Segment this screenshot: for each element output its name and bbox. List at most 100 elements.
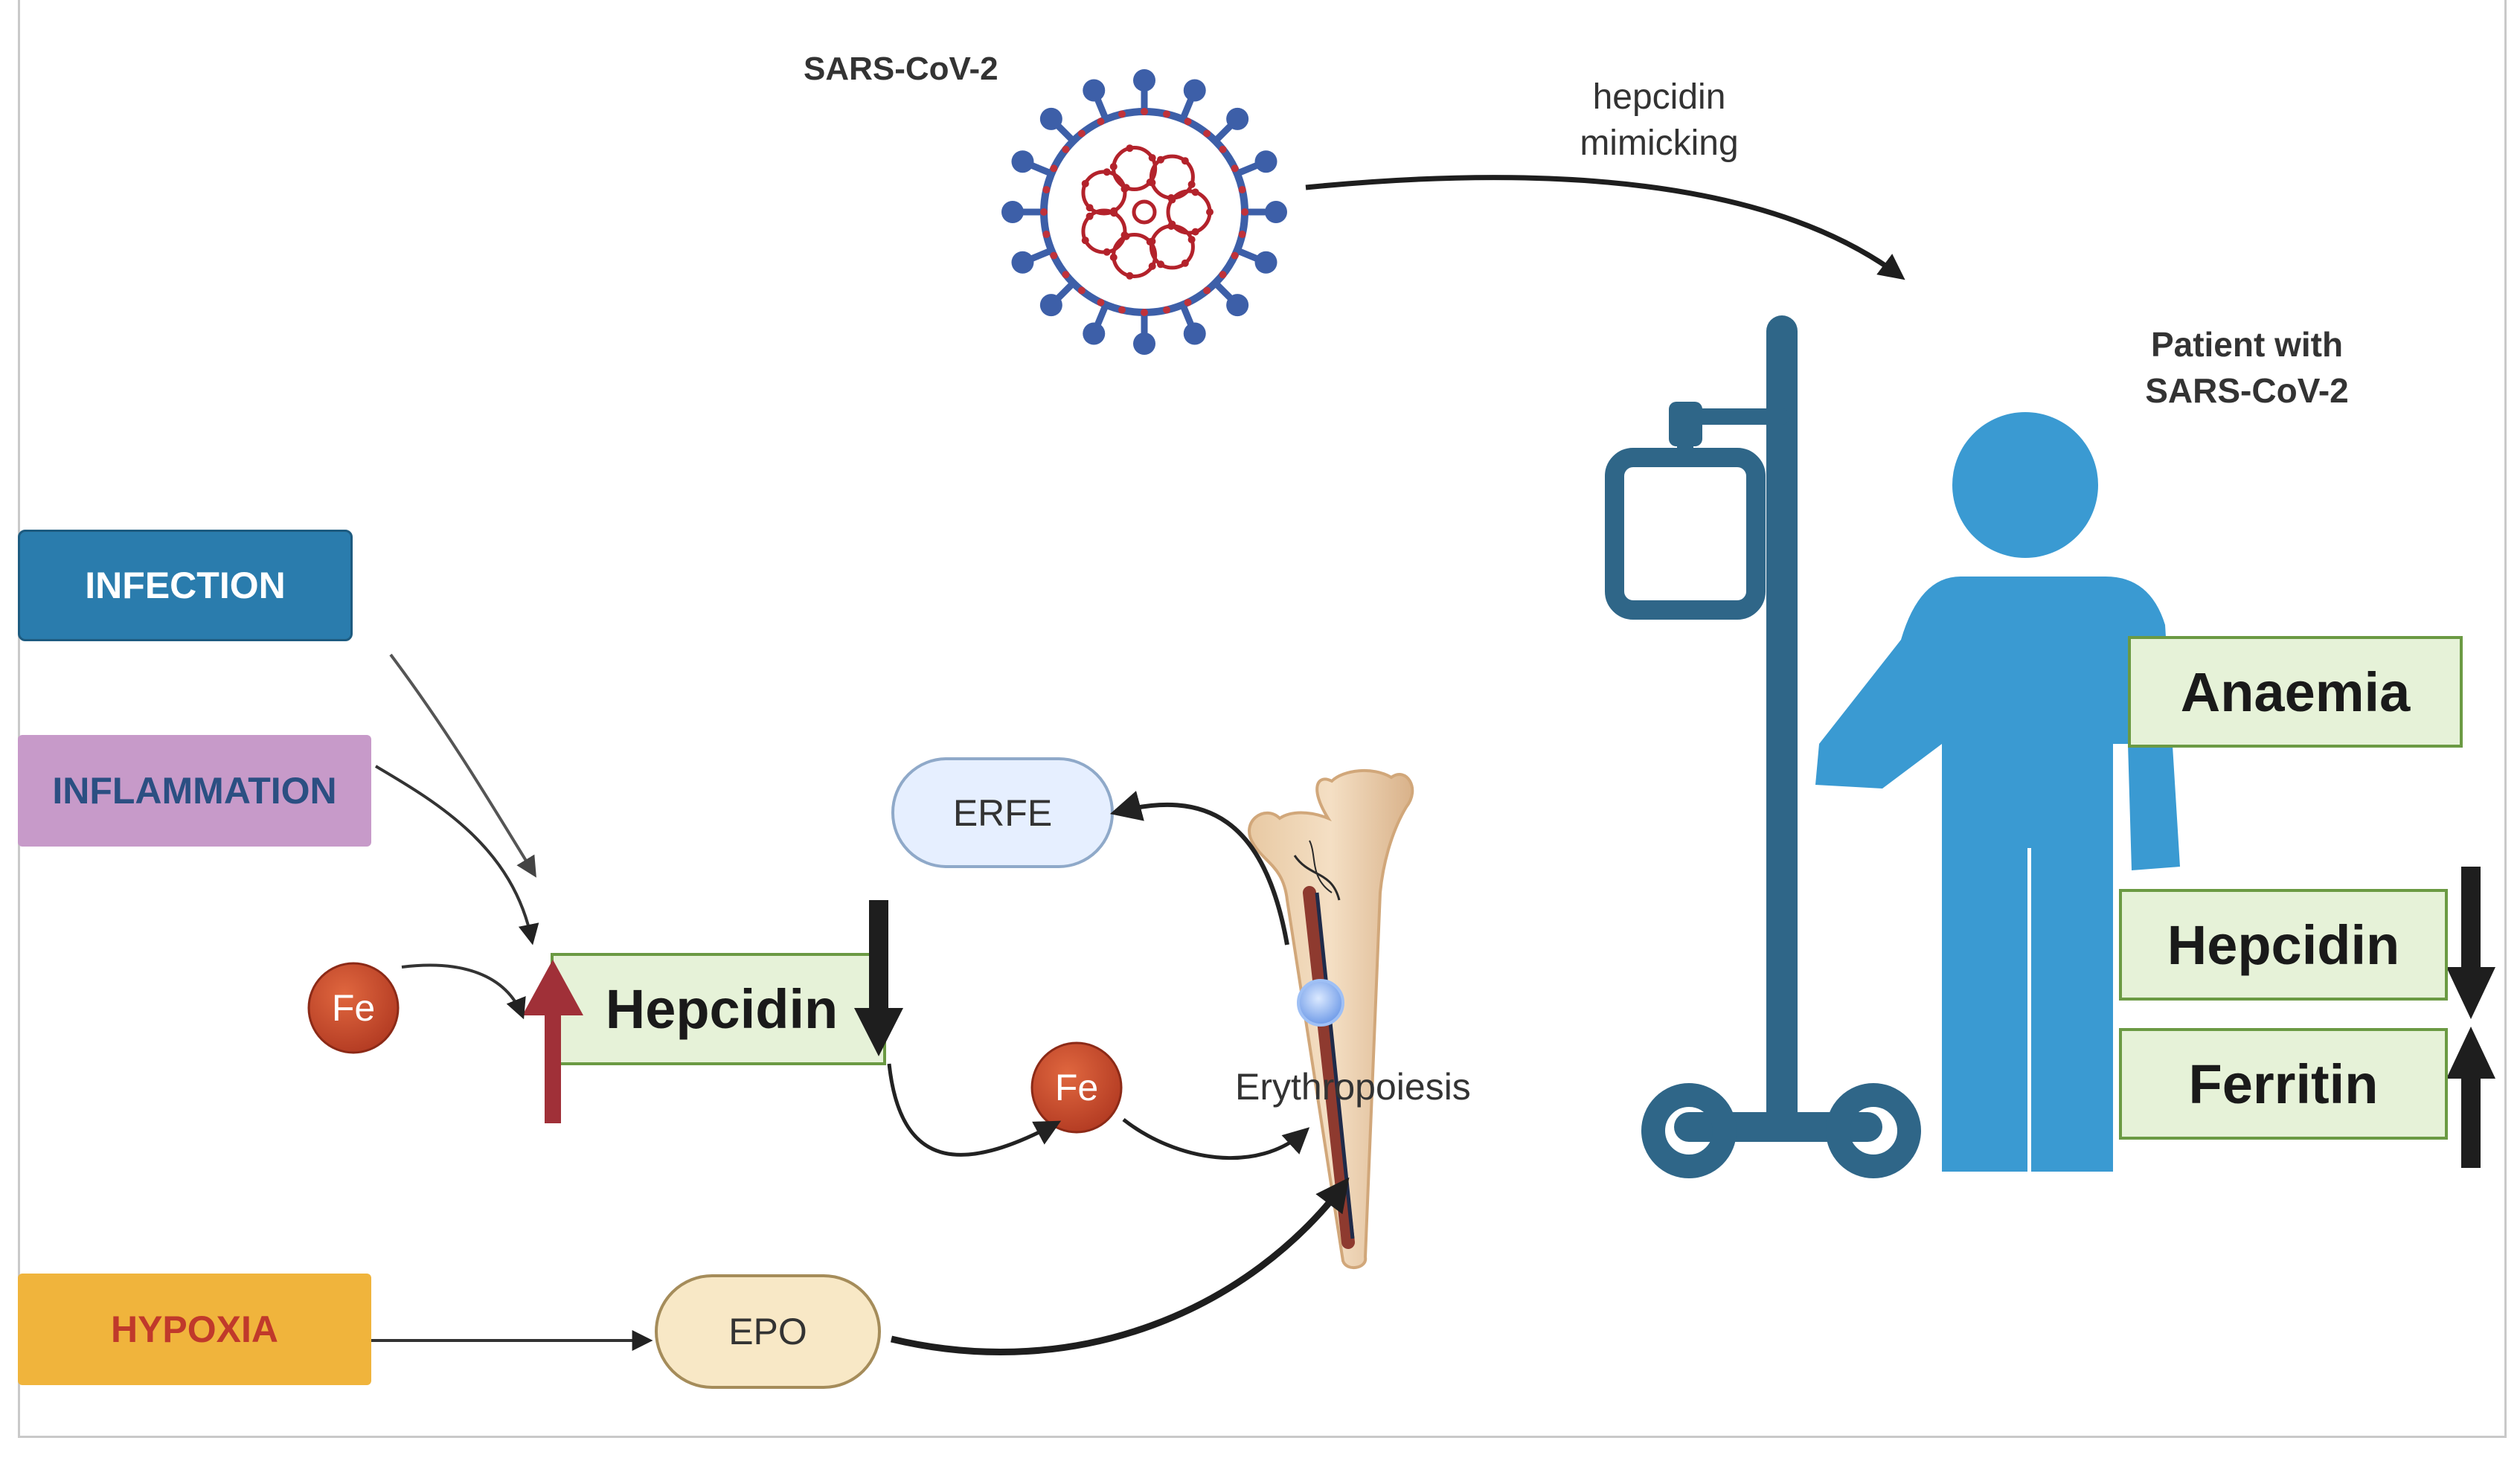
virus-membrane-dot <box>1077 286 1086 295</box>
virus-rna-bead <box>1148 154 1156 162</box>
mimicking-label-line2: mimicking <box>1580 123 1739 163</box>
virus-rna-bead <box>1110 207 1118 215</box>
infection-label: INFECTION <box>85 565 286 606</box>
patient-hepcidin-down-arrow <box>2446 867 2495 1019</box>
patient-hepcidin-label: Hepcidin <box>2167 913 2400 976</box>
virus-membrane-dot <box>1042 185 1051 193</box>
virus-spike-head <box>1083 322 1106 345</box>
iron-label-left: Fe <box>331 987 376 1029</box>
infection-arrow <box>389 653 536 878</box>
virus-spike-head <box>1254 150 1277 173</box>
iron-to-hepcidin-arrow <box>401 963 526 1020</box>
virus-spike-head <box>1265 201 1287 223</box>
virus-membrane-dot <box>1042 231 1051 239</box>
iv-pole-icon <box>1605 315 1921 1178</box>
patient-label-line1: Patient with <box>2150 325 2344 364</box>
virus-membrane-dot <box>1118 306 1126 314</box>
virus-label: SARS-CoV-2 <box>804 51 998 87</box>
virus-rna-bead <box>1146 238 1154 246</box>
patient-hepcidin-box: Hepcidin <box>2119 889 2448 1001</box>
inflammation-box: INFLAMMATION <box>18 735 371 847</box>
patient-label-line2: SARS-CoV-2 <box>2145 371 2349 410</box>
virus-spike-head <box>1039 107 1062 130</box>
virus-membrane-dot <box>1238 231 1246 239</box>
virus-rna-bead <box>1126 144 1134 152</box>
virus-membrane-dot <box>1203 129 1211 138</box>
virus-spike-head <box>1254 251 1277 274</box>
virus-rna-bead <box>1081 237 1089 245</box>
hypoxia-label: HYPOXIA <box>110 1309 279 1350</box>
virus-membrane-dot <box>1163 306 1171 314</box>
virus-spike-head <box>1039 294 1062 317</box>
virus-spike-head <box>1183 322 1206 345</box>
virus-rna-bead <box>1181 259 1189 267</box>
virus-membrane-dot <box>1219 271 1227 279</box>
virus-rna-bead <box>1167 222 1176 230</box>
virus-membrane-dot <box>1241 208 1248 216</box>
virus-membrane-dot <box>1097 118 1105 126</box>
mimicking-label-line1: hepcidin <box>1592 77 1726 117</box>
virus-rna-bead <box>1148 179 1156 187</box>
virus-rna-bead <box>1109 162 1118 170</box>
iron-circle-left <box>307 962 400 1054</box>
virus-membrane-dot <box>1141 108 1148 115</box>
ferritin-label: Ferritin <box>2188 1053 2379 1115</box>
mimicking-label: hepcidin mimicking <box>1518 74 1801 167</box>
mimicking-arrow <box>1305 175 1905 280</box>
frame-bottom-edge <box>18 1436 2507 1438</box>
virus-membrane-dot <box>1184 118 1192 126</box>
bone-marrow-icon <box>1248 768 1414 1269</box>
virus-rna-bead <box>1187 236 1196 244</box>
ferritin-box: Ferritin <box>2119 1028 2448 1140</box>
virus-rna-bead <box>1206 208 1213 216</box>
virus-spike-head <box>1011 251 1034 274</box>
virus-rna-bead <box>1086 212 1094 220</box>
virus-spike-head <box>1226 294 1249 317</box>
virus-rna-bead <box>1103 168 1111 176</box>
virus-membrane-dot <box>1097 298 1105 306</box>
virus-membrane-dot <box>1231 251 1239 260</box>
virus-membrane-dot <box>1118 110 1126 118</box>
iron-to-bone-arrow <box>1122 1118 1310 1160</box>
virus-rna-bead <box>1191 228 1199 236</box>
virus-membrane-dot <box>1062 271 1070 279</box>
virus-rna-bead <box>1156 260 1164 269</box>
virus-spike-head <box>1011 150 1034 173</box>
anaemia-box: Anaemia <box>2128 636 2463 748</box>
virus-rna-bead <box>1156 155 1164 164</box>
virus-rna-bead <box>1126 272 1134 280</box>
erfe-label: ERFE <box>952 791 1053 834</box>
hypoxia-box: HYPOXIA <box>18 1274 371 1385</box>
epo-to-bone-arrow <box>890 1177 1350 1355</box>
virus-membrane-dot <box>1219 145 1227 153</box>
frame-left-edge <box>18 0 20 1436</box>
virus-membrane-dot <box>1050 164 1058 173</box>
virus-membrane-dot <box>1050 251 1058 260</box>
virus-membrane-dot <box>1141 309 1148 316</box>
anaemia-label: Anaemia <box>2180 661 2411 723</box>
virus-envelope <box>1040 108 1248 316</box>
hepcidin-to-iron-arrow <box>887 1063 1062 1157</box>
virus-membrane-dot <box>1238 185 1246 193</box>
virus-icon <box>1001 69 1287 355</box>
iron-circle-center <box>1030 1041 1123 1134</box>
virus-rna-core <box>1132 199 1157 225</box>
virus-membrane-dot <box>1163 110 1171 118</box>
virus-rna-bead <box>1122 184 1130 192</box>
virus-spike-head <box>1001 201 1024 223</box>
virus-membrane-dot <box>1040 208 1048 216</box>
virus-spike-head <box>1183 79 1206 102</box>
erythropoiesis-label: Erythropoiesis <box>1235 1066 1471 1108</box>
virus-membrane-dot <box>1062 145 1070 153</box>
patient-label: Patient with SARS-CoV-2 <box>2098 321 2396 414</box>
hepcidin-increase-arrow <box>522 960 583 1123</box>
epo-shape <box>655 1274 881 1389</box>
virus-spike-head <box>1133 69 1155 91</box>
virus-rna-bead <box>1109 254 1118 262</box>
inflammation-arrow <box>374 765 539 945</box>
virus-rna-bead <box>1081 179 1089 187</box>
patient-figure-icon <box>1815 412 2180 1172</box>
virus-spike-head <box>1226 107 1249 130</box>
hepcidin-decrease-arrow <box>854 900 903 1056</box>
